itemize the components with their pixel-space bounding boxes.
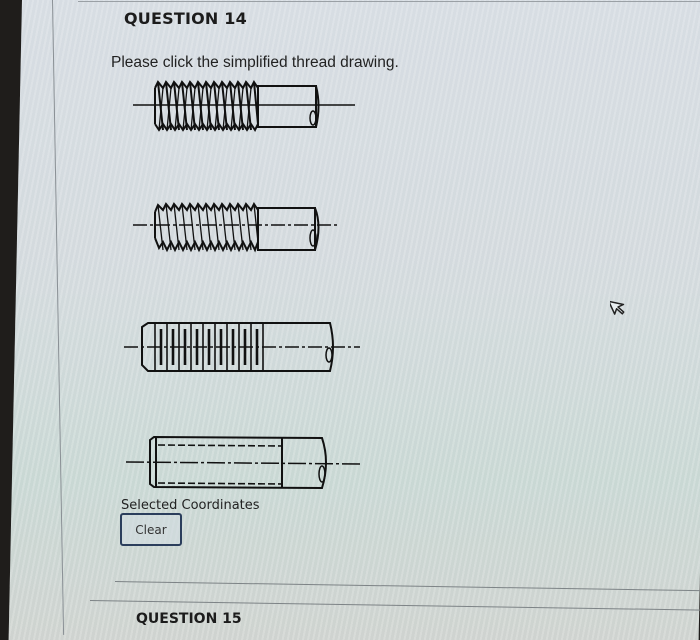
top-divider	[78, 1, 700, 2]
thread-drawing-option-2[interactable]	[125, 198, 360, 258]
thread-drawing-option-1[interactable]	[125, 78, 360, 138]
thread-crests	[154, 80, 259, 132]
thread-drawing-option-4[interactable]	[122, 432, 367, 492]
selected-coordinates-label: Selected Coordinates	[121, 498, 260, 513]
question-prompt: Please click the simplified thread drawi…	[111, 54, 399, 71]
arrow-cursor-icon	[610, 300, 625, 315]
question-title: QUESTION 14	[124, 9, 247, 28]
next-question-title: QUESTION 15	[136, 611, 242, 627]
thread-drawing-option-3[interactable]	[120, 315, 365, 375]
clear-button[interactable]: Clear	[120, 513, 182, 546]
